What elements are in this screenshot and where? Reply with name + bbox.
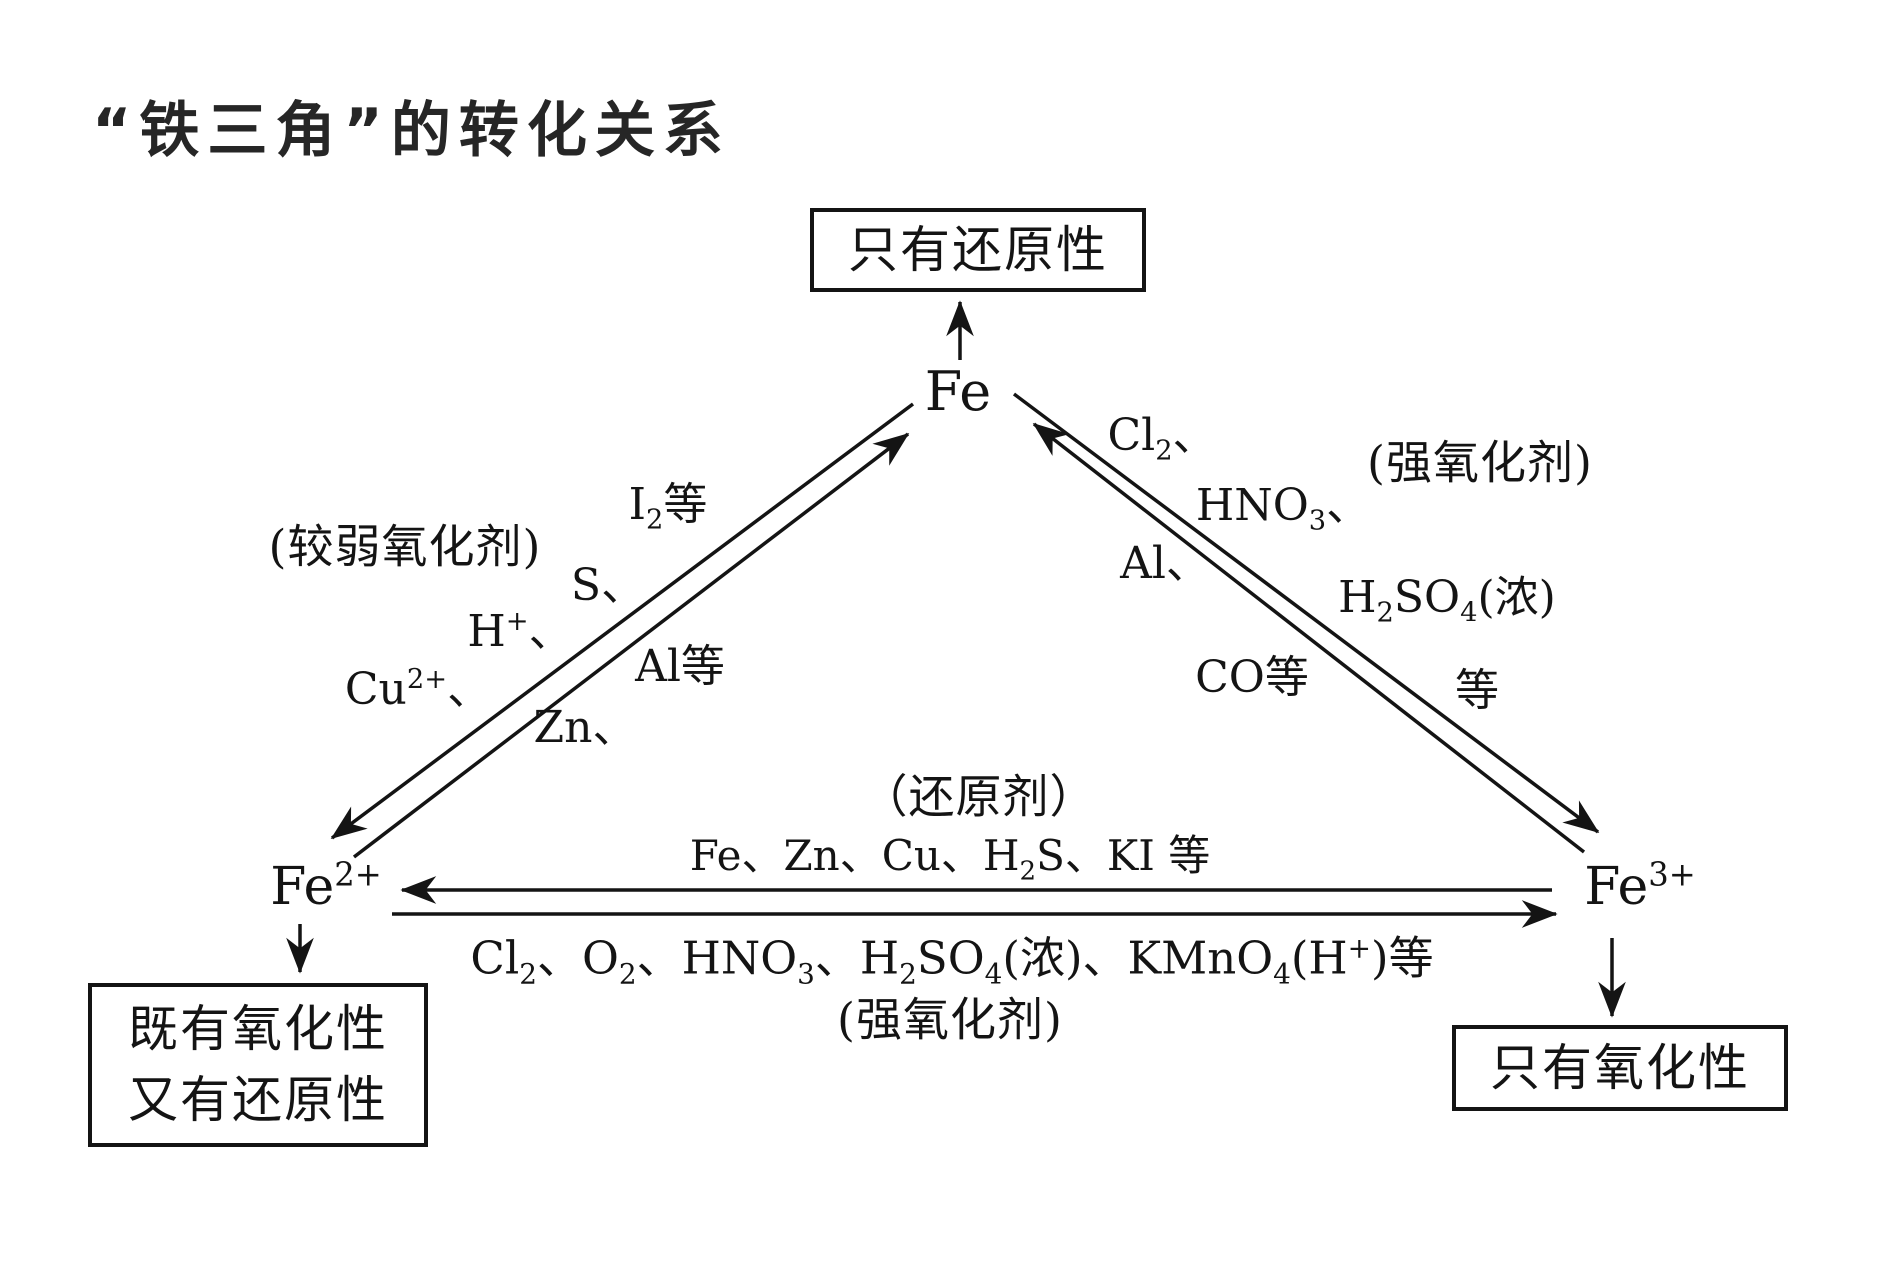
node-fe: Fe: [924, 360, 992, 423]
label-h-plus: H+、: [467, 605, 573, 657]
box-only-reducing-label: 只有还原性: [848, 220, 1108, 279]
label-co: CO等: [1195, 651, 1309, 703]
label-cu2plus: Cu2+、: [344, 663, 492, 715]
label-al-right: Al、: [1120, 537, 1210, 589]
label-etc-right: 等: [1455, 664, 1499, 716]
label-hno3-right: HNO3、: [1195, 479, 1371, 537]
box-only-reducing: 只有还原性: [810, 208, 1146, 292]
label-al-left: Al等: [635, 640, 725, 692]
box-both-line2: 又有还原性: [128, 1071, 388, 1129]
label-s: S、: [570, 559, 646, 611]
label-reducer-agents: Fe、Zn、Cu、H2S、KI 等: [689, 830, 1211, 887]
box-both-oxidizing-reducing: 既有氧化性 又有还原性: [88, 983, 428, 1147]
box-both-line1: 既有氧化性: [128, 1000, 388, 1058]
label-weak-oxidizer-note: (较弱氧化剂): [268, 519, 542, 574]
box-only-oxidizing-label: 只有氧化性: [1490, 1038, 1750, 1097]
arrow-fe-to-fe3: [1012, 392, 1600, 834]
label-h2so4-right: H2SO4(浓): [1338, 571, 1556, 629]
arrow-fe2-to-fe: [352, 432, 910, 859]
label-i2: I2等: [628, 478, 708, 536]
label-strong-oxidizer-note-bottom: (强氧化剂): [837, 992, 1063, 1047]
label-reducer-note: （还原剂）: [861, 769, 1097, 824]
diagram-title: “铁三角”的转化关系: [92, 96, 731, 166]
arrow-fe-to-fe2: [330, 402, 915, 840]
node-fe3plus: Fe3+: [1584, 855, 1696, 917]
arrow-fe3-to-fe: [1032, 422, 1586, 854]
label-oxidizer-agents: Cl2、O2、HNO3、H2SO4(浓)、KMnO4(H+)等: [470, 931, 1434, 991]
label-cl2-right: Cl2、: [1107, 409, 1217, 467]
box-only-oxidizing: 只有氧化性: [1452, 1025, 1788, 1111]
label-strong-oxidizer-note-right: (强氧化剂): [1367, 435, 1593, 490]
label-zn-left: Zn、: [533, 701, 637, 753]
node-fe2plus: Fe2+: [270, 855, 382, 917]
